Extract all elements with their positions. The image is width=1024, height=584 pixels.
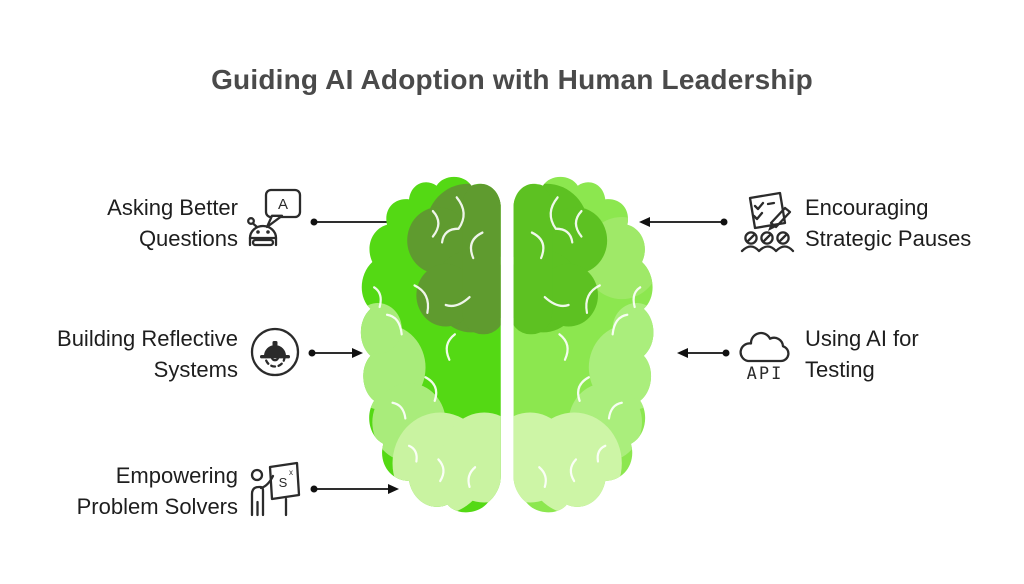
brain-right-bottom-lobe [513, 412, 622, 513]
brain-left-hemisphere [360, 176, 501, 513]
label-line: Asking Better [107, 195, 238, 220]
brain-gyri-lines [373, 196, 484, 489]
label-building-reflective-systems: Building Reflective Systems [57, 323, 238, 385]
board-formula-sup: x [289, 468, 293, 477]
label-line: Encouraging [805, 195, 929, 220]
page-title: Guiding AI Adoption with Human Leadershi… [211, 64, 813, 95]
brain-illustration [360, 176, 654, 513]
chat-letter: A [278, 196, 288, 213]
label-line: Problem Solvers [76, 494, 238, 519]
brain-left-bottom-lobe [392, 412, 501, 513]
cloud-api-icon: API [739, 331, 790, 384]
connector-arrow-right [310, 484, 399, 494]
label-line: Questions [138, 226, 238, 251]
label-line: Systems [153, 357, 238, 382]
label-line: Strategic Pauses [805, 226, 972, 251]
robot-chat-icon: A [247, 188, 302, 247]
label-using-ai-for-testing: Using AI for Testing [805, 323, 919, 385]
label-asking-better-questions: Asking Better Questions [107, 192, 238, 254]
label-empowering-problem-solvers: Empowering Problem Solvers [77, 460, 238, 522]
connector-arrow-left [639, 217, 728, 227]
brain-right-frontal-lobe [513, 183, 608, 335]
connector-arrow-right [308, 348, 363, 358]
api-label: API [747, 364, 784, 384]
brain-left-frontal-lobe [407, 183, 501, 335]
presenter-board-icon: S x [250, 461, 301, 517]
connector-arrow-left [677, 348, 730, 358]
checklist-team-icon [740, 191, 795, 253]
label-line: Using AI for [805, 326, 919, 351]
hardhat-gear-icon [250, 327, 300, 377]
label-line: Testing [805, 357, 875, 382]
label-line: Building Reflective [57, 326, 238, 351]
brain-right-hemisphere [513, 176, 654, 513]
label-line: Empowering [115, 463, 238, 488]
brain-gyri-lines [530, 196, 642, 489]
label-encouraging-strategic-pauses: Encouraging Strategic Pauses [805, 192, 971, 254]
board-formula: S [279, 475, 288, 490]
